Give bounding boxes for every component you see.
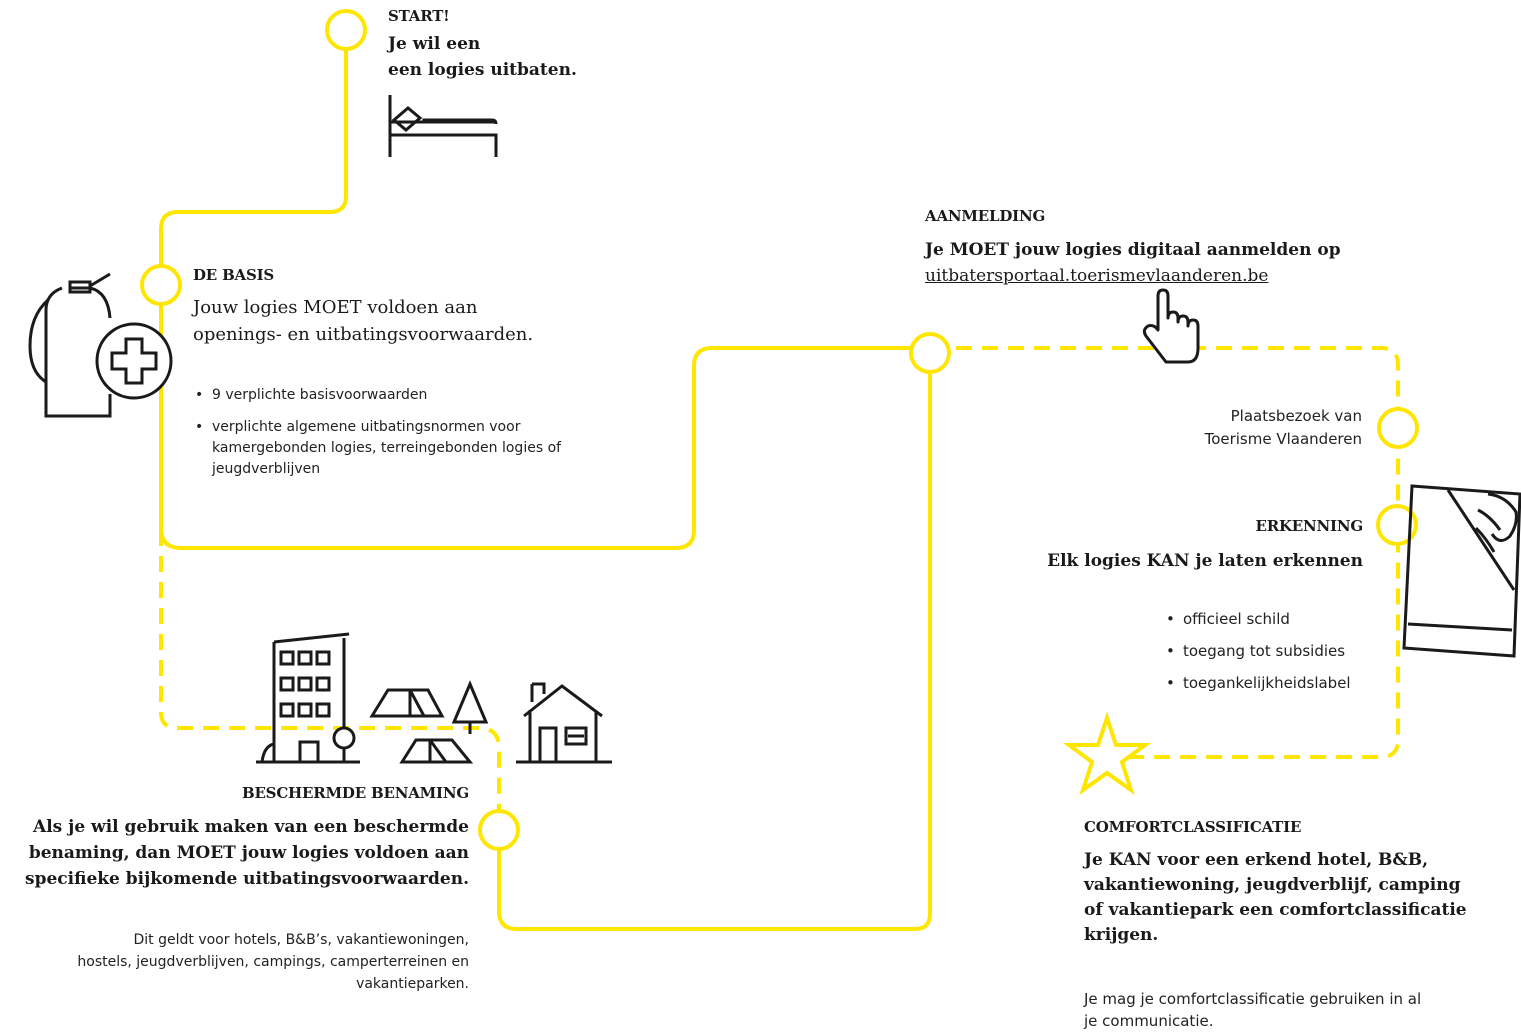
route-solid (159, 28, 932, 931)
milestone-erkenning (1376, 504, 1418, 546)
erkenning-bullet: toegankelijkheidslabel (1166, 672, 1383, 694)
basis-line-1: Jouw logies MOET voldoen aan (193, 297, 478, 318)
basis-bullet: verplichte algemene uitbatingsnormen voo… (195, 417, 607, 480)
milestone-plaatsbezoek (1377, 407, 1419, 449)
basis-bullet-list: 9 verplichte basisvoorwaarden verplichte… (192, 385, 607, 491)
aanmelding-line-1: Je MOET jouw logies digitaal aanmelden o… (925, 240, 1341, 260)
benaming-note-2: hostels, jeugdverblijven, campings, camp… (77, 954, 469, 970)
route-dashed (159, 346, 1400, 830)
shield-plaque-icon (1402, 484, 1521, 658)
benaming-heading: BESCHERMDE BENAMING (241, 784, 469, 802)
start-line-2: een logies uitbaten. (388, 60, 577, 80)
milestone-aanmelding (909, 332, 951, 374)
plaatsbezoek-line-2: Toerisme Vlaanderen (1204, 430, 1362, 448)
milestone-start (325, 9, 367, 51)
aanmelding-heading: AANMELDING (925, 207, 1046, 225)
erkenning-bullet: officieel schild (1166, 608, 1383, 630)
plaatsbezoek-line-1: Plaatsbezoek van (1230, 407, 1362, 425)
hand-pointer-icon (1142, 288, 1200, 364)
bed-icon (388, 95, 498, 157)
basis-bullet: 9 verplichte basisvoorwaarden (195, 385, 607, 406)
basis-heading: DE BASIS (193, 266, 275, 284)
benaming-note-1: Dit geldt voor hotels, B&B’s, vakantiewo… (133, 932, 470, 948)
benaming-note-3: vakantieparken. (356, 976, 469, 992)
start-heading: START! (388, 7, 450, 25)
comfort-line-1: Je KAN voor een erkend hotel, B&B, (1084, 850, 1429, 870)
benaming-line-3: specifieke bijkomende uitbatingsvoorwaar… (25, 869, 469, 889)
comfort-note-1: Je mag je comfortclassificatie gebruiken… (1084, 990, 1422, 1008)
erkenning-bullet: toegang tot subsidies (1166, 640, 1383, 662)
aanmelding-portal-link[interactable]: uitbatersportaal.toerismevlaanderen.be (925, 266, 1269, 286)
comfort-heading: COMFORTCLASSIFICATIE (1084, 818, 1302, 836)
milestone-benaming (478, 809, 520, 851)
comfort-line-4: krijgen. (1084, 925, 1159, 945)
comfort-line-2: vakantiewoning, jeugdverblijf, camping (1084, 875, 1461, 895)
benaming-line-2: benaming, dan MOET jouw logies voldoen a… (28, 843, 469, 863)
accommodation-types-icon (256, 632, 612, 764)
start-line-1: Je wil een (388, 34, 481, 54)
comfort-line-3: of vakantiepark een comfortclassificatie (1084, 900, 1467, 920)
erkenning-heading: ERKENNING (1255, 517, 1363, 535)
benaming-line-1: Als je wil gebruik maken van een bescher… (33, 817, 469, 837)
basis-line-2: openings- en uitbatingsvoorwaarden. (193, 324, 534, 345)
fire-extinguisher-first-aid-icon (28, 272, 173, 418)
star-icon (1062, 711, 1152, 796)
milestone-basis (140, 264, 182, 306)
erkenning-bullet-list: officieel schild toegang tot subsidies t… (1163, 608, 1383, 704)
comfort-note-2: je communicatie. (1084, 1012, 1214, 1030)
erkenning-lead: Elk logies KAN je laten erkennen (1047, 551, 1363, 571)
